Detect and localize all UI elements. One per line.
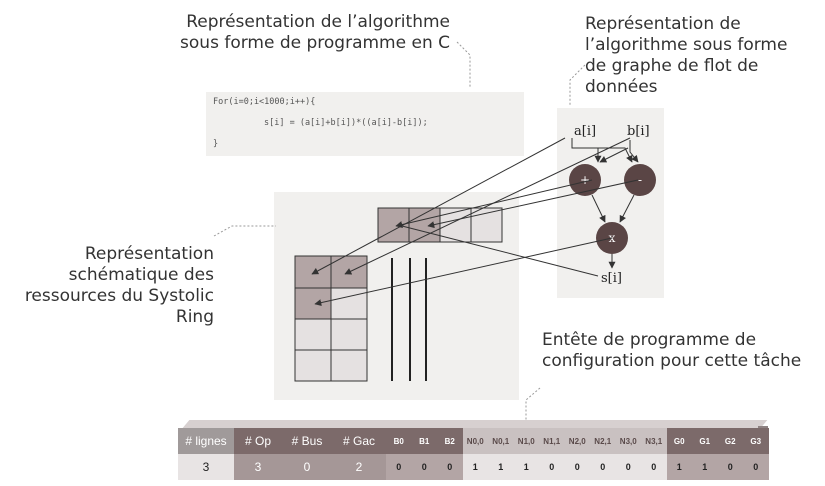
caption-line: Représentation de l’algorithme xyxy=(186,12,450,32)
hdr-bit: G0 xyxy=(666,428,692,454)
caption-c-program: Représentation de l’algorithme sous form… xyxy=(150,12,450,54)
hdr-bit: N1,1 xyxy=(539,428,565,454)
leader-dataflow xyxy=(569,64,586,106)
val-bit: 0 xyxy=(590,454,616,480)
leader-header xyxy=(525,387,541,420)
leader-c-program xyxy=(456,41,471,88)
code-line: For(i=0;i<1000;i++){ xyxy=(213,97,316,107)
val-bit: 0 xyxy=(564,454,590,480)
code-line: s[i] = (a[i]+b[i])*((a[i]-b[i]); xyxy=(264,118,428,128)
op-node-sub: - xyxy=(624,164,656,196)
val-bit: 0 xyxy=(743,454,769,480)
hdr-bit: N3,0 xyxy=(615,428,641,454)
val-bit: 1 xyxy=(462,454,488,480)
val-lignes: 3 xyxy=(178,454,234,480)
op-node-add: + xyxy=(569,164,601,196)
hdr-bit: N0,1 xyxy=(488,428,514,454)
dfg-edge xyxy=(584,147,633,163)
op-sub-label: - xyxy=(638,173,642,187)
dfg-input-a: a[i] xyxy=(574,124,597,139)
caption-line: Entête de programme de xyxy=(542,330,757,350)
val-bit: 0 xyxy=(615,454,641,480)
leader-resources xyxy=(213,225,276,237)
cell-grid-r3-c1 xyxy=(330,349,368,382)
val-bit: 1 xyxy=(488,454,514,480)
hdr-bit: G2 xyxy=(717,428,743,454)
caption-line: schématique des xyxy=(68,265,214,285)
code-box: For(i=0;i<1000;i++){ s[i] = (a[i]+b[i])*… xyxy=(206,92,524,156)
val-bit: 0 xyxy=(411,454,437,480)
caption-line: de graphe de flot de xyxy=(585,56,759,76)
hdr-bit: G3 xyxy=(743,428,769,454)
val-op: 3 xyxy=(234,454,282,480)
caption-line: sous forme de programme en C xyxy=(180,33,450,53)
cell-grid-r2-c0 xyxy=(294,318,332,351)
mapping-arrow xyxy=(401,225,599,277)
cell-top-2 xyxy=(439,207,472,243)
val-bit: 0 xyxy=(641,454,667,480)
hdr-bit: N2,0 xyxy=(564,428,590,454)
val-gac: 2 xyxy=(332,454,386,480)
val-bit: 0 xyxy=(717,454,743,480)
caption-line: configuration pour cette tâche xyxy=(542,351,802,371)
dfg-edge xyxy=(591,194,606,223)
cell-grid-r1-c0 xyxy=(294,287,332,320)
hdr-bit: B2 xyxy=(437,428,463,454)
hdr-bus: # Bus xyxy=(282,428,332,454)
hdr-bit: B0 xyxy=(386,428,412,454)
val-bit: 0 xyxy=(539,454,565,480)
caption-line: Représentation xyxy=(84,244,214,264)
val-bit: 0 xyxy=(386,454,412,480)
val-bit: 1 xyxy=(666,454,692,480)
mapping-arrow xyxy=(344,137,631,275)
caption-line: données xyxy=(585,77,658,97)
hdr-bit: B1 xyxy=(411,428,437,454)
caption-header: Entête de programme de configuration pou… xyxy=(542,330,822,372)
dfg-edge xyxy=(619,194,635,223)
caption-line: Ring xyxy=(175,307,214,327)
caption-dataflow: Représentation de l’algorithme sous form… xyxy=(585,14,815,98)
hdr-bit: N1,0 xyxy=(513,428,539,454)
mapping-arrow xyxy=(314,237,613,307)
mapping-arrow xyxy=(311,137,566,275)
caption-resources: Représentation schématique des ressource… xyxy=(0,244,214,328)
mapping-arrow xyxy=(427,179,639,229)
dfg-edge xyxy=(629,140,639,163)
op-mul-label: x xyxy=(609,231,616,245)
hdr-gac: # Gac xyxy=(332,428,386,454)
caption-line: l’algorithme sous forme xyxy=(585,35,788,55)
val-bus: 0 xyxy=(282,454,332,480)
hdr-lignes: # lignes xyxy=(178,428,234,454)
hdr-bit: N3,1 xyxy=(641,428,667,454)
caption-line: ressources du Systolic xyxy=(24,286,214,306)
hdr-bit: N2,1 xyxy=(590,428,616,454)
cell-grid-r0-c0 xyxy=(294,255,332,289)
caption-line: Représentation de xyxy=(585,14,741,34)
hdr-bit: N0,0 xyxy=(462,428,488,454)
val-bit: 0 xyxy=(437,454,463,480)
cell-top-0 xyxy=(377,207,410,243)
cell-grid-r1-c1 xyxy=(330,287,368,320)
table-top-strip xyxy=(182,420,768,428)
hdr-bit: G1 xyxy=(692,428,718,454)
dfg-edge xyxy=(571,138,602,163)
cell-grid-r2-c1 xyxy=(330,318,368,351)
op-add-label: + xyxy=(580,173,590,187)
hdr-op: # Op xyxy=(234,428,282,454)
dfg-output: s[i] xyxy=(601,271,622,286)
cell-grid-r3-c0 xyxy=(294,349,332,382)
val-bit: 1 xyxy=(692,454,718,480)
code-line: } xyxy=(213,139,219,149)
dfg-input-b: b[i] xyxy=(627,124,650,139)
dfg-edge xyxy=(599,147,629,163)
val-bit: 1 xyxy=(513,454,539,480)
